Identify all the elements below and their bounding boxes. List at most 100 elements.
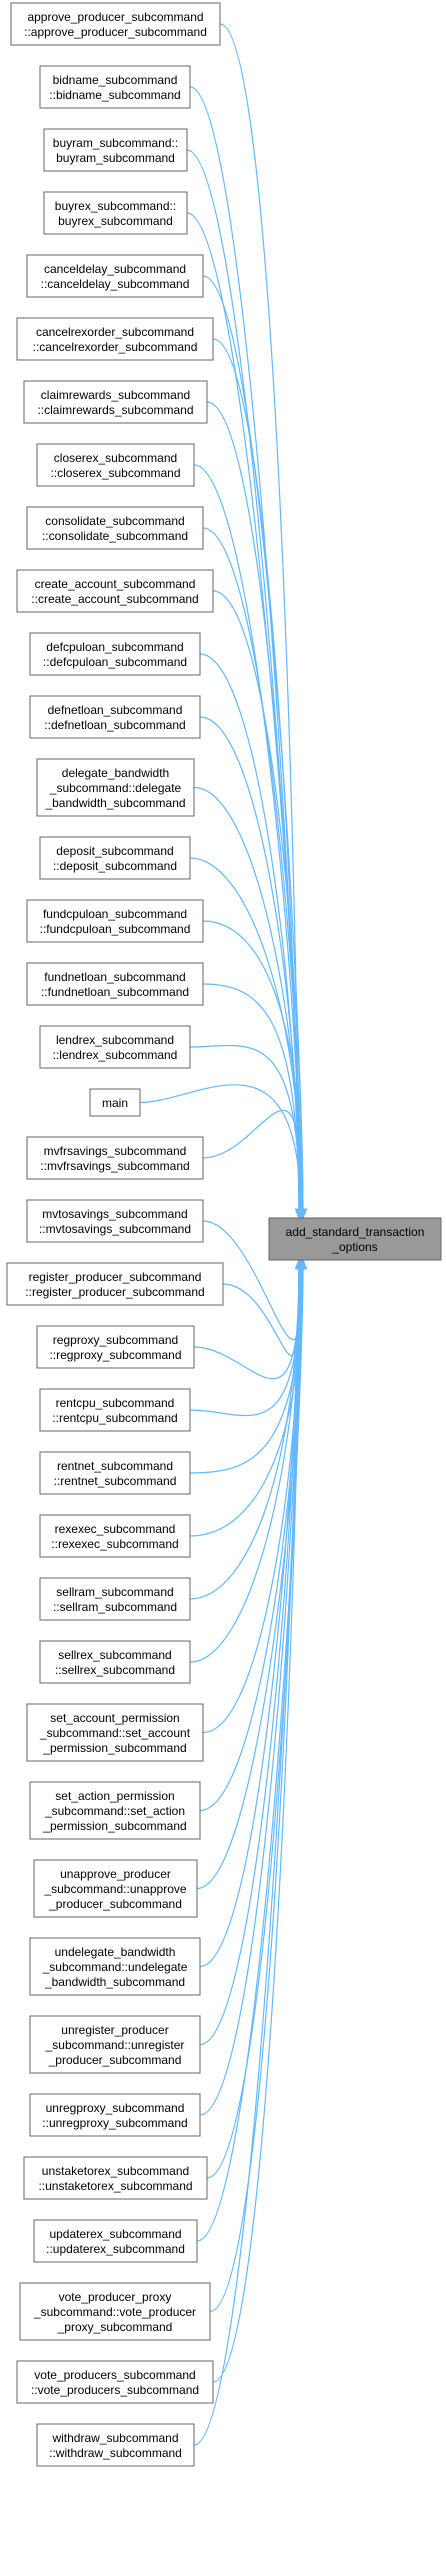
caller-node[interactable]: mvfrsavings_subcommand::mvfrsavings_subc… (26, 1136, 204, 1180)
caller-node-label: unstaketorex_subcommand (42, 2164, 189, 2178)
caller-node-label: ::approve_producer_subcommand (24, 25, 207, 39)
caller-node-label: _subcommand::set_action (44, 1804, 185, 1818)
caller-node[interactable]: vote_producer_proxy_subcommand::vote_pro… (19, 2282, 211, 2341)
caller-node[interactable]: unstaketorex_subcommand::unstaketorex_su… (23, 2156, 208, 2200)
caller-node-label: ::canceldelay_subcommand (41, 277, 190, 291)
caller-node-label: mvfrsavings_subcommand (44, 1144, 187, 1158)
caller-node-label: updaterex_subcommand (49, 2227, 181, 2241)
nodes: approve_producer_subcommand::approve_pro… (6, 2, 442, 2467)
caller-node[interactable]: defnetloan_subcommand::defnetloan_subcom… (29, 695, 201, 739)
caller-node-box (39, 1640, 191, 1684)
caller-node-label: ::mvfrsavings_subcommand (40, 1159, 189, 1173)
caller-node-label: _subcommand::delegate (49, 781, 182, 795)
caller-node[interactable]: vote_producers_subcommand::vote_producer… (16, 2360, 214, 2404)
caller-node-box (43, 191, 188, 235)
caller-node-label: _proxy_subcommand (57, 2320, 173, 2334)
caller-node-label: defcpuloan_subcommand (46, 640, 183, 654)
caller-node[interactable]: approve_producer_subcommand::approve_pro… (10, 2, 221, 46)
caller-node-label: _subcommand::unregister (45, 2038, 185, 2052)
caller-node[interactable]: deposit_subcommand::deposit_subcommand (39, 836, 191, 880)
caller-node-label: main (102, 1096, 128, 1110)
caller-node[interactable]: rentnet_subcommand::rentnet_subcommand (39, 1451, 191, 1495)
caller-node[interactable]: unapprove_producer_subcommand::unapprove… (33, 1859, 198, 1918)
caller-node-label: fundcpuloan_subcommand (43, 907, 187, 921)
caller-node-box (39, 1025, 191, 1069)
caller-node-label: ::defnetloan_subcommand (44, 718, 185, 732)
caller-node[interactable]: set_action_permission_subcommand::set_ac… (29, 1781, 201, 1840)
caller-node[interactable]: updaterex_subcommand::updaterex_subcomma… (33, 2219, 198, 2263)
call-edge (199, 653, 300, 1219)
caller-node-label: vote_producers_subcommand (34, 2368, 195, 2382)
caller-node-label: ::rentcpu_subcommand (52, 1411, 177, 1425)
caller-node-label: ::deposit_subcommand (53, 859, 177, 873)
caller-node[interactable]: sellrex_subcommand::sellrex_subcommand (39, 1640, 191, 1684)
caller-node-box (23, 380, 208, 424)
caller-node[interactable]: lendrex_subcommand::lendrex_subcommand (39, 1025, 191, 1069)
call-edge (189, 857, 303, 1219)
caller-node[interactable]: rentcpu_subcommand::rentcpu_subcommand (39, 1388, 191, 1432)
caller-node-box (10, 2, 221, 46)
call-edge (189, 1259, 300, 1600)
caller-node-box (23, 2156, 208, 2200)
call-edge (186, 212, 303, 1219)
caller-node[interactable]: undelegate_bandwidth_subcommand::undeleg… (29, 1937, 201, 1996)
caller-node[interactable]: fundnetloan_subcommand::fundnetloan_subc… (26, 962, 204, 1006)
caller-node[interactable]: canceldelay_subcommand::canceldelay_subc… (26, 254, 204, 298)
caller-node[interactable]: bidname_subcommand::bidname_subcommand (39, 65, 191, 109)
caller-node-label: unapprove_producer (60, 1867, 171, 1881)
caller-node[interactable]: rexexec_subcommand::rexexec_subcommand (39, 1514, 191, 1558)
caller-node-label: unregproxy_subcommand (46, 2101, 185, 2115)
caller-node[interactable]: main (89, 1088, 141, 1117)
caller-node[interactable]: set_account_permission_subcommand::set_a… (26, 1703, 204, 1762)
caller-node[interactable]: buyram_subcommand::buyram_subcommand (43, 128, 188, 172)
caller-node-label: set_account_permission (50, 1711, 179, 1725)
caller-node-box (19, 2282, 211, 2341)
caller-node[interactable]: cancelrexorder_subcommand::cancelrexorde… (16, 317, 214, 361)
caller-node-label: register_producer_subcommand (29, 1270, 202, 1284)
caller-node[interactable]: mvtosavings_subcommand::mvtosavings_subc… (26, 1199, 204, 1243)
caller-node-label: mvtosavings_subcommand (42, 1207, 187, 1221)
call-edge (196, 1259, 304, 1890)
caller-node-box (26, 1199, 204, 1243)
caller-node-label: defnetloan_subcommand (48, 703, 183, 717)
caller-node-label: claimrewards_subcommand (41, 388, 190, 402)
caller-node[interactable]: regproxy_subcommand::regproxy_subcommand (36, 1325, 195, 1369)
call-edge (193, 1259, 302, 2446)
caller-node-label: lendrex_subcommand (56, 1033, 174, 1047)
caller-node-label: ::unstaketorex_subcommand (38, 2179, 192, 2193)
caller-node[interactable]: claimrewards_subcommand::claimrewards_su… (23, 380, 208, 424)
caller-node-label: ::updaterex_subcommand (46, 2242, 185, 2256)
caller-node[interactable]: register_producer_subcommand::register_p… (6, 1262, 224, 1306)
caller-node[interactable]: defcpuloan_subcommand::defcpuloan_subcom… (29, 632, 201, 676)
target-node[interactable]: add_standard_transaction_options (268, 1217, 442, 1261)
caller-node-box (26, 1136, 204, 1180)
caller-node[interactable]: delegate_bandwidth_subcommand::delegate_… (36, 758, 195, 817)
caller-node[interactable]: consolidate_subcommand::consolidate_subc… (26, 506, 204, 550)
call-edge (202, 983, 300, 1219)
caller-node[interactable]: unregproxy_subcommand::unregproxy_subcom… (29, 2093, 201, 2137)
caller-node-label: ::fundcpuloan_subcommand (40, 922, 191, 936)
caller-node-label: ::closerex_subcommand (50, 466, 180, 480)
caller-node[interactable]: closerex_subcommand::closerex_subcommand (36, 443, 195, 487)
caller-node[interactable]: withdraw_subcommand::withdraw_subcommand (36, 2423, 195, 2467)
caller-node-box (36, 443, 195, 487)
caller-node-label: buyrex_subcommand:: (55, 199, 176, 213)
target-node-label: _options (331, 1240, 377, 1254)
caller-node-label: bidname_subcommand (53, 73, 178, 87)
caller-node-box (39, 1514, 191, 1558)
caller-node[interactable]: sellram_subcommand::sellram_subcommand (39, 1577, 191, 1621)
caller-node-label: vote_producer_proxy (59, 2290, 172, 2304)
caller-node-label: ::rentnet_subcommand (54, 1474, 177, 1488)
caller-node[interactable]: unregister_producer_subcommand::unregist… (29, 2015, 201, 2074)
call-edge (209, 1259, 300, 2313)
caller-node[interactable]: fundcpuloan_subcommand::fundcpuloan_subc… (26, 899, 204, 943)
caller-node-box (89, 1088, 141, 1117)
caller-node[interactable]: create_account_subcommand::create_accoun… (16, 569, 214, 613)
caller-node-label: ::regproxy_subcommand (49, 1348, 181, 1362)
arrow-head (297, 1208, 307, 1220)
call-edge (202, 527, 303, 1219)
caller-node[interactable]: buyrex_subcommand::buyrex_subcommand (43, 191, 188, 235)
caller-node-box (36, 1325, 195, 1369)
call-edge (212, 590, 304, 1219)
caller-node-label: unregister_producer (61, 2023, 168, 2037)
